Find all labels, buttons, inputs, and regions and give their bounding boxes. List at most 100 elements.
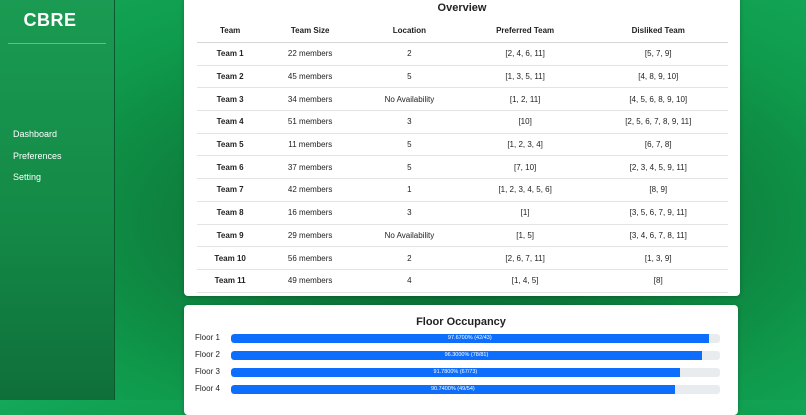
column-header-location: Location [357, 18, 462, 43]
floor-row: Floor 2 96.3000% (78/81) [195, 350, 720, 367]
cell-preferred-team: [1, 2, 3, 4] [461, 133, 589, 157]
cell-preferred-team: [7, 10] [461, 155, 589, 180]
cell-disliked-team: [1, 3, 9] [588, 246, 728, 270]
cell-disliked-team: [5, 7, 9] [588, 42, 728, 66]
cell-preferred-team: [1, 2, 3, 4, 5, 6] [461, 178, 589, 202]
cell-location: 4 [357, 269, 462, 293]
cell-team-size: 45 members [263, 65, 358, 89]
cell-team-size: 16 members [263, 201, 358, 225]
floor-progress-text: 90.7400% (49/54) [430, 386, 475, 392]
cell-location: No Availability [357, 224, 462, 248]
floor-progress-fill [231, 334, 709, 343]
cell-team: Team 8 [197, 201, 264, 225]
cell-location: 2 [357, 42, 462, 66]
floor-progress-fill [231, 385, 675, 394]
table-header-row: Team Team Size Location Preferred Team D… [197, 18, 728, 43]
cell-team: Team 7 [197, 178, 264, 202]
floor-label: Floor 3 [195, 367, 220, 376]
cell-team: Team 4 [197, 110, 264, 134]
cell-team: Team 9 [197, 224, 264, 248]
cell-team: Team 2 [197, 65, 264, 89]
brand-logo[interactable]: CBRE [23, 10, 77, 30]
cell-location: 3 [357, 201, 462, 225]
cell-disliked-team: [8] [588, 269, 728, 293]
cell-disliked-team: [3, 4, 6, 7, 8, 11] [588, 224, 728, 248]
column-header-team: Team [197, 18, 264, 43]
cell-team-size: 56 members [263, 246, 358, 270]
cell-preferred-team: [1, 5] [461, 224, 589, 248]
cell-location: 5 [357, 65, 462, 89]
cell-preferred-team: [1, 3, 5, 11] [461, 65, 589, 89]
cell-disliked-team: [6, 7, 8] [588, 133, 728, 157]
cell-preferred-team: [10] [461, 110, 589, 134]
floor-occupancy-list: Floor 1 97.6700% (42/43) Floor 2 96.3000% (… [195, 333, 720, 401]
floor-progress-track: 96.3000% (78/81) [231, 351, 720, 360]
cell-disliked-team: [2, 3, 4, 5, 9, 11] [588, 155, 728, 180]
cell-team-size: 37 members [263, 155, 358, 180]
cell-team-size: 29 members [263, 224, 358, 248]
cell-location: 5 [357, 133, 462, 157]
cell-location: 1 [357, 178, 462, 202]
floor-row: Floor 1 97.6700% (42/43) [195, 333, 720, 350]
cell-disliked-team: [4, 5, 6, 8, 9, 10] [588, 87, 728, 112]
cell-team: Team 10 [197, 246, 264, 270]
floor-progress-track: 90.7400% (49/54) [231, 385, 720, 394]
cell-location: 3 [357, 110, 462, 134]
floor-progress-track: 91.7800% (67/73) [231, 368, 720, 377]
floor-progress-fill [231, 368, 680, 377]
cell-disliked-team: [3, 5, 6, 7, 9, 11] [588, 201, 728, 225]
floor-progress-fill [231, 351, 702, 360]
floor-label: Floor 4 [195, 384, 220, 393]
cell-disliked-team: [2, 5, 6, 7, 8, 9, 11] [588, 110, 728, 134]
floor-progress-text: 96.3000% (78/81) [444, 352, 489, 358]
sidebar-item-preferences[interactable]: Preferences [13, 150, 62, 161]
cell-team: Team 6 [197, 155, 264, 180]
cell-preferred-team: [1] [461, 201, 589, 225]
cell-team-size: 22 members [263, 42, 358, 66]
cell-team: Team 11 [197, 269, 264, 293]
column-header-team-size: Team Size [263, 18, 358, 43]
sidebar-nav: Dashboard Preferences Setting [13, 127, 62, 192]
floor-label: Floor 2 [195, 350, 220, 359]
cell-team: Team 3 [197, 87, 264, 112]
cell-location: 5 [357, 155, 462, 180]
overview-card: Overview Team Team Size Location Preferr… [184, 0, 740, 296]
cell-team-size: 34 members [263, 87, 358, 112]
column-header-disliked-team: Disliked Team [588, 18, 728, 43]
cell-preferred-team: [1, 2, 11] [461, 87, 589, 112]
floor-progress-text: 97.6700% (42/43) [447, 335, 492, 341]
floor-row: Floor 4 90.7400% (49/54) [195, 384, 720, 401]
sidebar: CBRE Dashboard Preferences Setting [0, 0, 115, 400]
sidebar-item-dashboard[interactable]: Dashboard [13, 129, 58, 139]
cell-team: Team 1 [197, 42, 264, 66]
floor-row: Floor 3 91.7800% (67/73) [195, 367, 720, 384]
cell-location: No Availability [357, 87, 462, 112]
cell-team: Team 5 [197, 133, 264, 157]
cell-team-size: 42 members [263, 178, 358, 202]
cell-preferred-team: [2, 6, 7, 11] [461, 246, 589, 270]
floor-occupancy-title: Floor Occupancy [416, 316, 506, 328]
sidebar-divider [8, 43, 106, 44]
overview-title: Overview [437, 2, 487, 14]
floor-label: Floor 1 [195, 333, 220, 342]
floor-progress-text: 91.7800% (67/73) [433, 369, 478, 375]
overview-table: Team Team Size Location Preferred Team D… [197, 18, 728, 293]
floor-progress-track: 97.6700% (42/43) [231, 334, 720, 343]
sidebar-item-setting[interactable]: Setting [13, 172, 42, 182]
cell-preferred-team: [2, 4, 6, 11] [461, 42, 589, 66]
cell-team-size: 11 members [263, 133, 358, 157]
cell-disliked-team: [4, 8, 9, 10] [588, 65, 728, 89]
cell-team-size: 51 members [263, 110, 358, 134]
